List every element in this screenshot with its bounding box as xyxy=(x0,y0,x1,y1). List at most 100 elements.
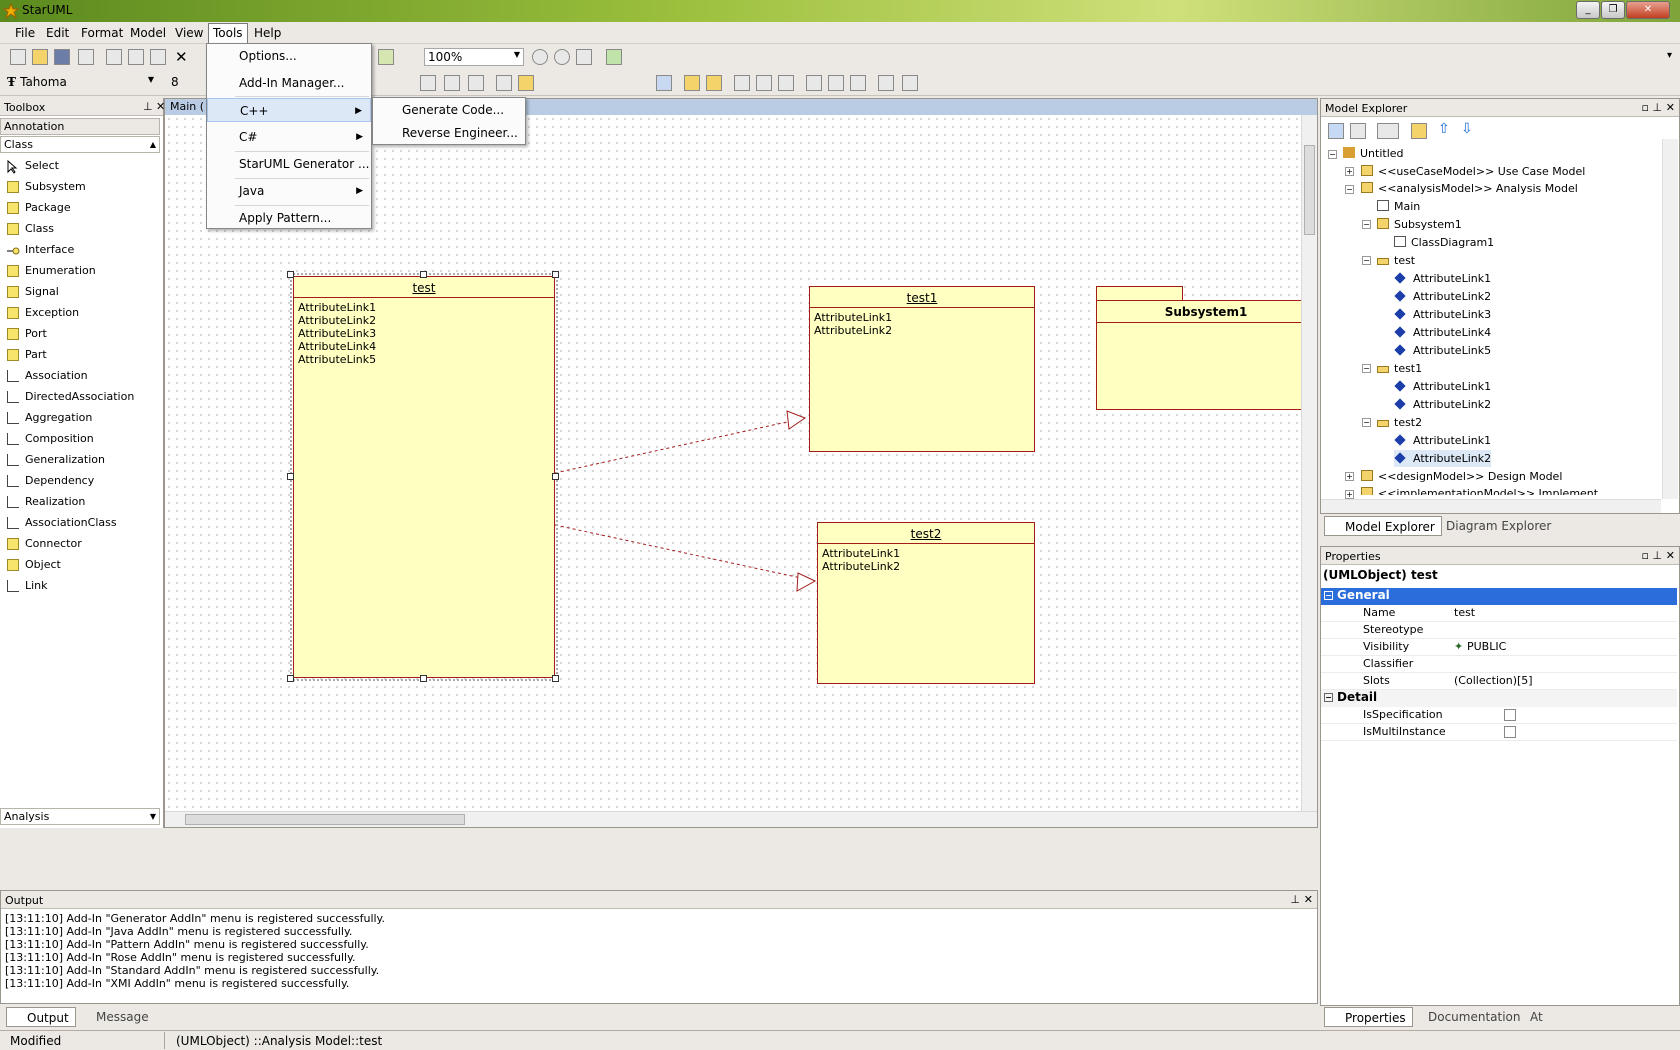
bring-front-icon[interactable] xyxy=(684,75,700,91)
tree-item-test2[interactable]: test2 xyxy=(1377,414,1422,431)
move-down-icon[interactable]: ⇩ xyxy=(1461,121,1473,137)
tool-select[interactable]: Select xyxy=(0,156,160,176)
tool-connector[interactable]: Connector xyxy=(0,534,160,554)
scroll-thumb[interactable] xyxy=(1304,145,1315,235)
tab-diagram-explorer[interactable]: Diagram Explorer xyxy=(1446,519,1552,533)
expand-icon[interactable]: + xyxy=(1345,167,1354,176)
copy-icon[interactable] xyxy=(128,49,144,65)
menu-item-cpp[interactable]: C++▶ xyxy=(207,98,371,122)
tree-item-analysis-model[interactable]: <<analysisModel>> Analysis Model xyxy=(1361,180,1578,197)
tree-item-attributelink4[interactable]: AttributeLink4 xyxy=(1394,324,1491,341)
tree-item-attributelink1[interactable]: AttributeLink1 xyxy=(1394,378,1491,395)
tree-item-untitled[interactable]: Untitled xyxy=(1343,145,1404,162)
menu-item-addin-manager[interactable]: Add-In Manager... xyxy=(239,76,345,90)
menu-item-options[interactable]: Options... xyxy=(239,49,297,63)
tab-message[interactable]: Message xyxy=(96,1010,149,1024)
close-icon[interactable]: ✕ xyxy=(1665,101,1675,114)
tool-object[interactable]: Object xyxy=(0,555,160,575)
class-test1[interactable]: test1 AttributeLink1 AttributeLink2 xyxy=(809,286,1035,452)
menu-item-csharp[interactable]: C#▶ xyxy=(207,125,371,149)
tab-model-explorer[interactable]: Model Explorer xyxy=(1324,516,1442,536)
pin-icon[interactable]: ⊥ xyxy=(1290,893,1300,906)
resize-handle[interactable] xyxy=(287,473,294,480)
align-icon[interactable] xyxy=(420,75,436,91)
generate-icon[interactable] xyxy=(378,49,394,65)
tool-association-class[interactable]: AssociationClass xyxy=(0,513,160,533)
zoom-out-icon[interactable] xyxy=(554,49,570,65)
menu-item-apply-pattern[interactable]: Apply Pattern... xyxy=(239,211,332,225)
tree-item-attributelink5[interactable]: AttributeLink5 xyxy=(1394,342,1491,359)
menu-item-staruml-generator[interactable]: StarUML Generator ... xyxy=(239,157,370,171)
prop-row-isspecification[interactable]: IsSpecification xyxy=(1321,707,1677,724)
move-up-icon[interactable]: ⇧ xyxy=(1438,121,1450,137)
tool-association[interactable]: Association xyxy=(0,366,160,386)
tab-output[interactable]: Output xyxy=(6,1007,76,1027)
tree-item-attributelink3[interactable]: AttributeLink3 xyxy=(1394,306,1491,323)
explorer-hscrollbar[interactable] xyxy=(1321,499,1661,513)
align-bottom-icon[interactable] xyxy=(828,75,844,91)
tool-generalization[interactable]: Generalization xyxy=(0,450,160,470)
tool-composition[interactable]: Composition xyxy=(0,429,160,449)
prop-row-stereotype[interactable]: Stereotype xyxy=(1321,622,1677,639)
close-window-button[interactable]: ✕ xyxy=(1626,1,1670,19)
tab-properties[interactable]: Properties xyxy=(1324,1007,1413,1027)
float-icon[interactable]: ▫ xyxy=(1641,101,1649,114)
tool-package[interactable]: Package xyxy=(0,198,160,218)
space-v-icon[interactable] xyxy=(902,75,918,91)
open-folder-icon[interactable] xyxy=(32,49,48,65)
vertical-scrollbar[interactable] xyxy=(1301,115,1317,811)
diagram-tab-main[interactable]: Main ( xyxy=(170,100,205,113)
expand-icon[interactable]: + xyxy=(1345,490,1354,499)
tree-item-design-model[interactable]: <<designModel>> Design Model xyxy=(1361,468,1562,485)
dependency-line[interactable] xyxy=(554,524,816,582)
tree-item-main[interactable]: Main xyxy=(1377,198,1420,215)
dependency-line[interactable] xyxy=(554,417,806,474)
subsystem-subsystem1[interactable]: Subsystem1 xyxy=(1096,300,1316,410)
print-icon[interactable] xyxy=(78,49,94,65)
sort-icon[interactable] xyxy=(1328,123,1344,139)
toolbar-overflow-icon[interactable]: ▾ xyxy=(1667,50,1673,61)
tab-attachments[interactable]: At xyxy=(1530,1010,1543,1024)
tree-item-attributelink2-selected[interactable]: AttributeLink2 xyxy=(1394,450,1492,467)
note-icon[interactable] xyxy=(518,75,534,91)
prop-row-ismultiinstance[interactable]: IsMultiInstance xyxy=(1321,724,1677,741)
maximize-button[interactable]: ❐ xyxy=(1601,1,1625,19)
close-icon[interactable]: ✕ xyxy=(1665,549,1675,562)
close-icon[interactable]: ✕ xyxy=(1303,893,1313,906)
tab-documentation[interactable]: Documentation xyxy=(1428,1010,1521,1024)
resize-handle[interactable] xyxy=(552,271,559,278)
tool-link[interactable]: Link xyxy=(0,576,160,596)
resize-handle[interactable] xyxy=(420,271,427,278)
tool-realization[interactable]: Realization xyxy=(0,492,160,512)
cut-icon[interactable] xyxy=(106,49,122,65)
tree-item-implementation-model[interactable]: <<implementationModel>> Implement xyxy=(1361,485,1598,495)
toolbox-section-annotation[interactable]: Annotation xyxy=(0,118,160,135)
sort-type-icon[interactable] xyxy=(1350,123,1366,139)
tree-item-usecase-model[interactable]: <<useCaseModel>> Use Case Model xyxy=(1361,163,1585,180)
close-icon[interactable]: ✕ xyxy=(156,100,166,113)
collapse-icon[interactable]: − xyxy=(1362,364,1371,373)
refresh-icon[interactable] xyxy=(606,49,622,65)
diagram-canvas[interactable]: test AttributeLink1 AttributeLink2 Attri… xyxy=(165,115,1316,811)
tree-item-attributelink1[interactable]: AttributeLink1 xyxy=(1394,270,1491,287)
menu-model[interactable]: Model xyxy=(130,26,167,40)
toolbox-section-class[interactable]: Class▲ xyxy=(0,136,160,153)
pin-icon[interactable]: ⊥ xyxy=(143,100,153,113)
save-icon[interactable] xyxy=(54,49,70,65)
tool-enumeration[interactable]: Enumeration xyxy=(0,261,160,281)
tree-item-attributelink2[interactable]: AttributeLink2 xyxy=(1394,396,1491,413)
checkbox[interactable] xyxy=(1504,726,1516,738)
space-h-icon[interactable] xyxy=(878,75,894,91)
checkbox[interactable] xyxy=(1504,709,1516,721)
minimize-button[interactable]: _ xyxy=(1576,1,1600,19)
resize-handle[interactable] xyxy=(287,675,294,682)
class-test2[interactable]: test2 AttributeLink1 AttributeLink2 xyxy=(817,522,1035,684)
menu-help[interactable]: Help xyxy=(254,26,282,40)
send-back-icon[interactable] xyxy=(706,75,722,91)
tool-signal[interactable]: Signal xyxy=(0,282,160,302)
tree-item-attributelink1[interactable]: AttributeLink1 xyxy=(1394,432,1491,449)
tool-dependency[interactable]: Dependency xyxy=(0,471,160,491)
align-top-icon[interactable] xyxy=(806,75,822,91)
align-left-icon[interactable] xyxy=(734,75,750,91)
tool-port[interactable]: Port xyxy=(0,324,160,344)
